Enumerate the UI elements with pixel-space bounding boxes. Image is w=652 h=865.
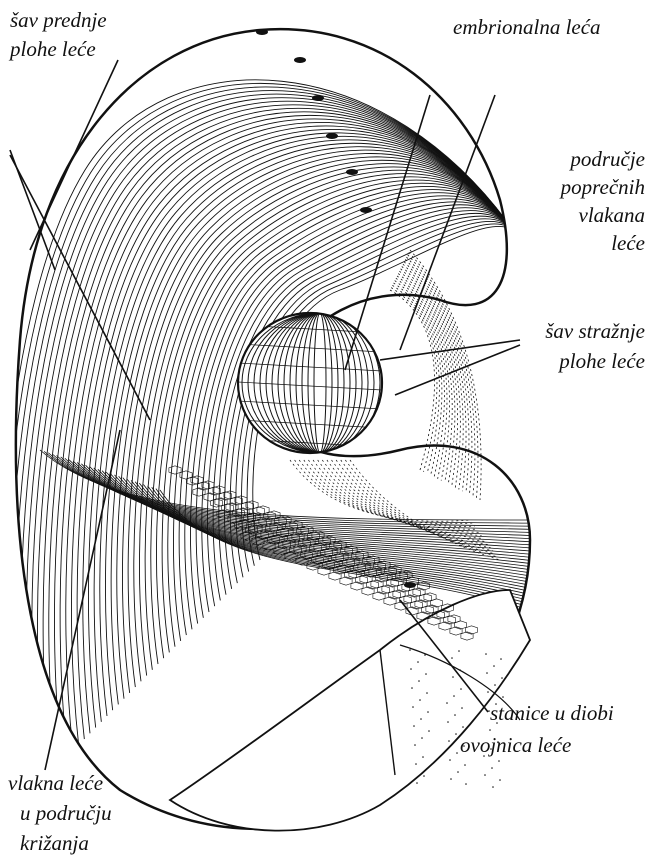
label-capsule: ovojnica leće [460,733,571,757]
label-embryonic-lens: embrionalna leća [453,15,601,39]
label-posterior-suture-line2: plohe leće [557,349,645,373]
label-transverse-line2: poprečnih [559,175,645,199]
label-dividing-cells: stanice u diobi [490,701,614,725]
label-transverse-line3: vlakana [579,203,645,227]
label-fibers-line3: križanja [20,831,89,855]
label-posterior-suture-line1: šav stražnje [545,319,645,343]
label-fibers-line1: vlakna leće [8,771,103,795]
label-anterior-suture-line1: šav prednje [10,8,107,32]
label-fibers-line2: u području [20,801,112,825]
embryonic-nucleus [238,313,398,453]
label-transverse-line4: leće [611,231,645,255]
label-transverse-line1: područje [568,147,645,171]
label-anterior-suture-line2: plohe leće [8,37,96,61]
